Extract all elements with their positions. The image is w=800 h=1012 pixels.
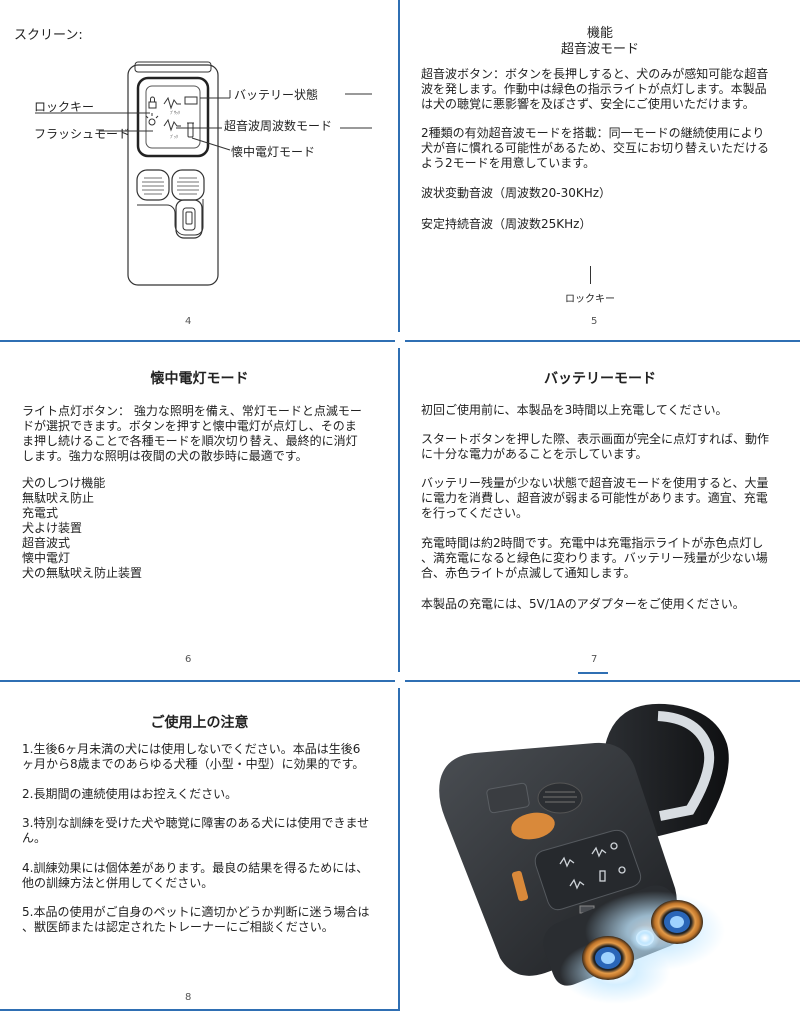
- divider-mid-right: [405, 680, 800, 682]
- page-7-panel: バッテリーモード 初回ご使用前に、本製品を3時間以上充電してください。 スタート…: [400, 346, 800, 676]
- page-title: バッテリーモード: [544, 371, 656, 387]
- feature-list: 犬のしつけ機能 無駄吠え防止 充電式 犬よけ装置 超音波式 懐中電灯 犬の無駄吠…: [22, 476, 322, 581]
- charge-first-text: 初回ご使用前に、本製品を3時間以上充電してください。: [421, 403, 728, 417]
- page-number: 7: [591, 654, 598, 665]
- steady-mode-text: 安定持続音波（周波数25KHz）: [421, 217, 592, 231]
- label-flash: フラッシュモード: [34, 127, 131, 141]
- list-item: 犬の無駄吠え防止装置: [22, 566, 143, 580]
- list-item: 犬のしつけ機能: [22, 476, 106, 490]
- device-screen-diagram: ﾌﾞｻｯｸ ﾌﾞｯｸ: [35, 61, 372, 286]
- slide-switch: [486, 782, 530, 814]
- divider-top-right: [405, 340, 800, 342]
- divider-top-left: [0, 340, 395, 342]
- page-number: 6: [185, 654, 192, 665]
- start-button-paragraph: スタートボタンを押した際、表示画面が完全に点灯すれば、動作 に十分な電力があるこ…: [421, 432, 770, 461]
- page-title: 機能: [586, 26, 613, 41]
- screen-label: スクリーン:: [14, 28, 83, 43]
- label-ultra-freq: 超音波周波数モード: [224, 119, 333, 133]
- list-item: 無駄吠え防止: [22, 491, 95, 505]
- flashlight-icon: [187, 122, 194, 138]
- page-number: 8: [185, 992, 192, 1003]
- page-6-panel: 懐中電灯モード ライト点灯ボタン： 強力な照明を備え、常灯モードと点滅モー ドが…: [0, 346, 399, 676]
- note-1: 1.生後6ヶ月未満の犬には使用しないでください。本品は生後6 ヶ月から8歳までの…: [22, 742, 365, 771]
- flash-icon: [145, 113, 159, 126]
- wave-icon: [163, 96, 181, 110]
- product-photo: [439, 703, 729, 1004]
- divider-mid-left: [0, 680, 395, 682]
- list-item: 懐中電灯: [22, 551, 71, 565]
- list-item: 超音波式: [22, 536, 71, 550]
- adapter-text: 本製品の充電には、5V/1Aのアダプターをご使用ください。: [421, 597, 745, 611]
- battery-icon: [184, 96, 198, 105]
- two-modes-paragraph: 2種類の有効超音波モードを搭載：同一モードの継続使用により 犬が音に慣れる可能性…: [421, 126, 770, 170]
- label-lock: ロックキー: [34, 100, 95, 114]
- page-4-panel: スクリーン: ﾌﾞｻｯｸ ﾌﾞｯｸ: [0, 0, 399, 340]
- page-subtitle: 超音波モード: [560, 42, 639, 57]
- lock-icon: [148, 96, 157, 109]
- light-button-paragraph: ライト点灯ボタン： 強力な照明を備え、常灯モードと点滅モー ドが選択できます。ボ…: [22, 404, 362, 463]
- label-flashlight: 懐中電灯モード: [231, 145, 316, 159]
- label-battery: バッテリー状態: [234, 88, 319, 102]
- page-8-panel: ご使用上の注意 1.生後6ヶ月未満の犬には使用しないでください。本品は生後6 ヶ…: [0, 686, 399, 1012]
- page-number: 4: [185, 316, 192, 327]
- note-2: 2.長期間の連続使用はお控えください。: [22, 787, 238, 801]
- list-item: 犬よけ装置: [22, 521, 83, 535]
- ultrasonic-paragraph: 超音波ボタン：ボタンを長押しすると、犬のみが感知可能な超音 波を発します。作動中…: [421, 67, 769, 111]
- page-number-underline: [578, 672, 608, 674]
- speaker-grille: [537, 782, 583, 814]
- orange-button: [511, 812, 555, 840]
- wave2-icon: [163, 118, 181, 132]
- divider-vertical-1: [398, 0, 400, 332]
- wave-mode-text: 波状変動音波（周波数20-30KHz）: [421, 186, 612, 200]
- lock-leader-line: [590, 266, 591, 284]
- product-photo-panel: [400, 686, 800, 1012]
- page-title: ご使用上の注意: [150, 715, 249, 731]
- low-battery-paragraph: バッテリー残量が少ない状態で超音波モードを使用すると、大量 に電力を消費し、超音…: [421, 476, 769, 520]
- note-4: 4.訓練効果には個体差があります。最良の結果を得るためには、 他の訓練方法と併用…: [22, 861, 369, 890]
- page-title: 懐中電灯モード: [150, 371, 249, 387]
- page-number: 5: [591, 316, 598, 327]
- lock-label: ロックキー: [565, 294, 615, 305]
- note-3: 3.特別な訓練を受けた犬や聴覚に障害のある犬には使用できませ ん。: [22, 816, 370, 845]
- svg-text:ﾌﾞｻｯｸ: ﾌﾞｻｯｸ: [170, 109, 180, 115]
- svg-text:ﾌﾞｯｸ: ﾌﾞｯｸ: [170, 133, 178, 139]
- charge-time-paragraph: 充電時間は約2時間です。充電中は充電指示ライトが赤色点灯し 、満充電になると緑色…: [421, 536, 768, 580]
- page-5-panel: 機能 超音波モード 超音波ボタン：ボタンを長押しすると、犬のみが感知可能な超音 …: [400, 0, 800, 340]
- divider-vertical-3: [398, 688, 400, 1010]
- divider-vertical-2: [398, 348, 400, 672]
- note-5: 5.本品の使用がご自身のペットに適切かどうか判断に迷う場合は 、獣医師または認定…: [22, 905, 370, 934]
- list-item: 充電式: [22, 506, 59, 520]
